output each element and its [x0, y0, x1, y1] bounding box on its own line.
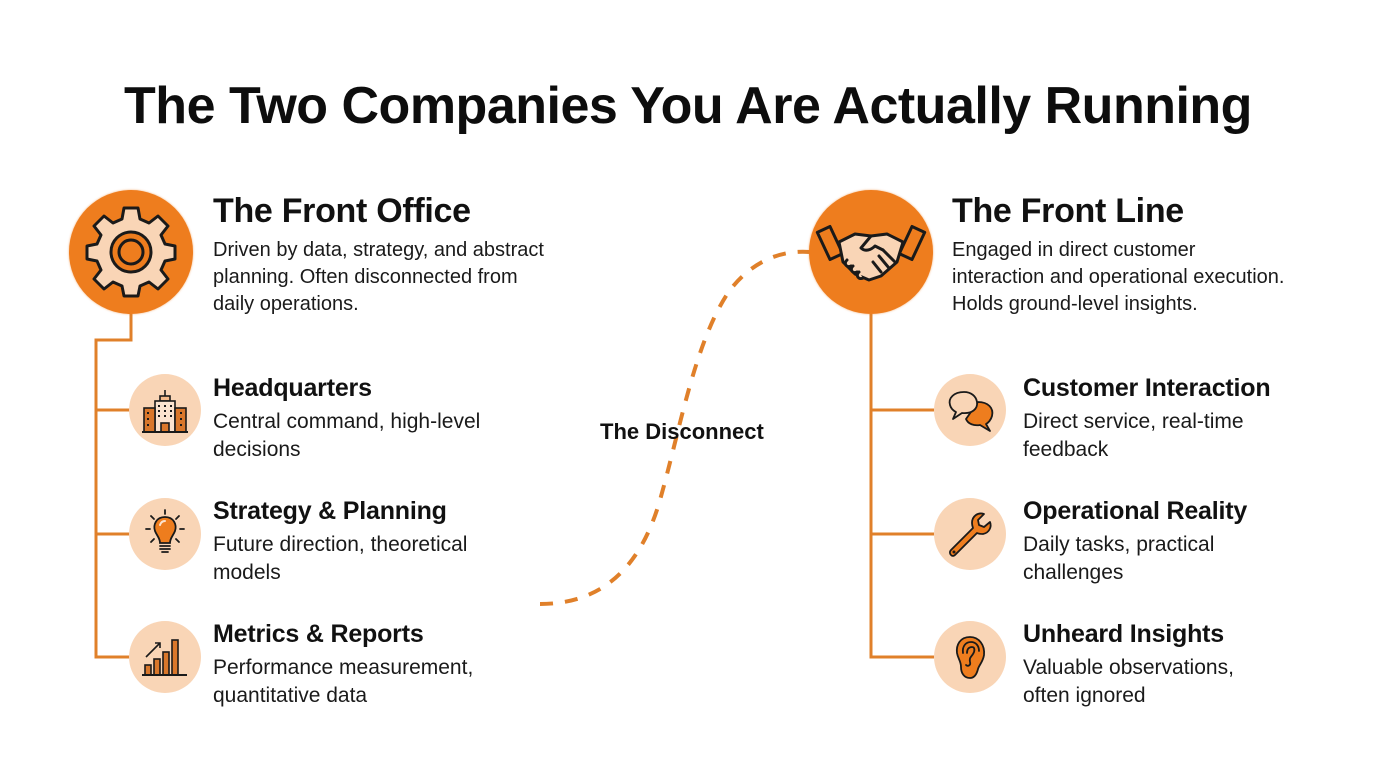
desc-line: challenges: [1023, 561, 1124, 584]
customer-interaction-title: Customer Interaction: [1023, 374, 1271, 402]
building-icon: [142, 390, 188, 433]
desc-line: models: [213, 561, 281, 584]
metrics-icon-circle: [129, 621, 201, 693]
right-tree-lines: [869, 314, 934, 659]
ear-icon: [955, 636, 985, 679]
page-title: The Two Companies You Are Actually Runni…: [124, 77, 1252, 135]
desc-line: planning. Often disconnected from: [213, 266, 518, 288]
left-tree-lines: [94, 314, 134, 659]
front-office-description: Driven by data, strategy, and abstract p…: [213, 237, 544, 318]
bar-chart-icon: [142, 639, 187, 676]
desc-line: Central command, high-level: [213, 410, 481, 433]
desc-line: interaction and operational execution.: [952, 266, 1285, 288]
metrics-title: Metrics & Reports: [213, 620, 424, 648]
front-line-heading: The Front Line: [952, 192, 1184, 230]
front-office-icon-circle: [69, 190, 193, 314]
desc-line: quantitative data: [213, 684, 368, 707]
unheard-insights-icon-circle: [934, 621, 1006, 693]
unheard-insights-title: Unheard Insights: [1023, 620, 1224, 648]
desc-line: Driven by data, strategy, and abstract: [213, 239, 544, 261]
wrench-icon: [949, 512, 992, 557]
chat-bubbles-icon: [948, 391, 994, 432]
gear-icon: [85, 206, 177, 298]
operational-reality-description: Daily tasks, practical challenges: [1023, 531, 1214, 587]
customer-interaction-icon-circle: [934, 374, 1006, 446]
desc-line: Valuable observations,: [1023, 656, 1234, 679]
desc-line: daily operations.: [213, 293, 359, 315]
desc-line: feedback: [1023, 438, 1109, 461]
front-line-description: Engaged in direct customer interaction a…: [952, 237, 1284, 318]
desc-line: Engaged in direct customer: [952, 239, 1196, 261]
desc-line: Holds ground-level insights.: [952, 293, 1198, 315]
disconnect-label: The Disconnect: [600, 419, 764, 444]
handshake-icon: [815, 224, 927, 282]
desc-line: Future direction, theoretical: [213, 533, 468, 556]
operational-reality-title: Operational Reality: [1023, 497, 1248, 525]
unheard-insights-description: Valuable observations, often ignored: [1023, 654, 1234, 710]
metrics-description: Performance measurement, quantitative da…: [213, 654, 473, 710]
strategy-icon-circle: [129, 498, 201, 570]
desc-line: Daily tasks, practical: [1023, 533, 1215, 556]
desc-line: Direct service, real-time: [1023, 410, 1244, 433]
front-office-heading: The Front Office: [213, 192, 471, 230]
disconnect-dashed-curve: [539, 249, 811, 606]
headquarters-icon-circle: [129, 374, 201, 446]
customer-interaction-description: Direct service, real-time feedback: [1023, 408, 1244, 464]
lightbulb-icon: [145, 509, 185, 553]
desc-line: decisions: [213, 438, 301, 461]
desc-line: often ignored: [1023, 684, 1146, 707]
headquarters-title: Headquarters: [213, 374, 372, 402]
desc-line: Performance measurement,: [213, 656, 474, 679]
front-line-icon-circle: [809, 190, 933, 314]
strategy-description: Future direction, theoretical models: [213, 531, 467, 587]
operational-reality-icon-circle: [934, 498, 1006, 570]
strategy-title: Strategy & Planning: [213, 497, 447, 525]
headquarters-description: Central command, high-level decisions: [213, 408, 480, 464]
